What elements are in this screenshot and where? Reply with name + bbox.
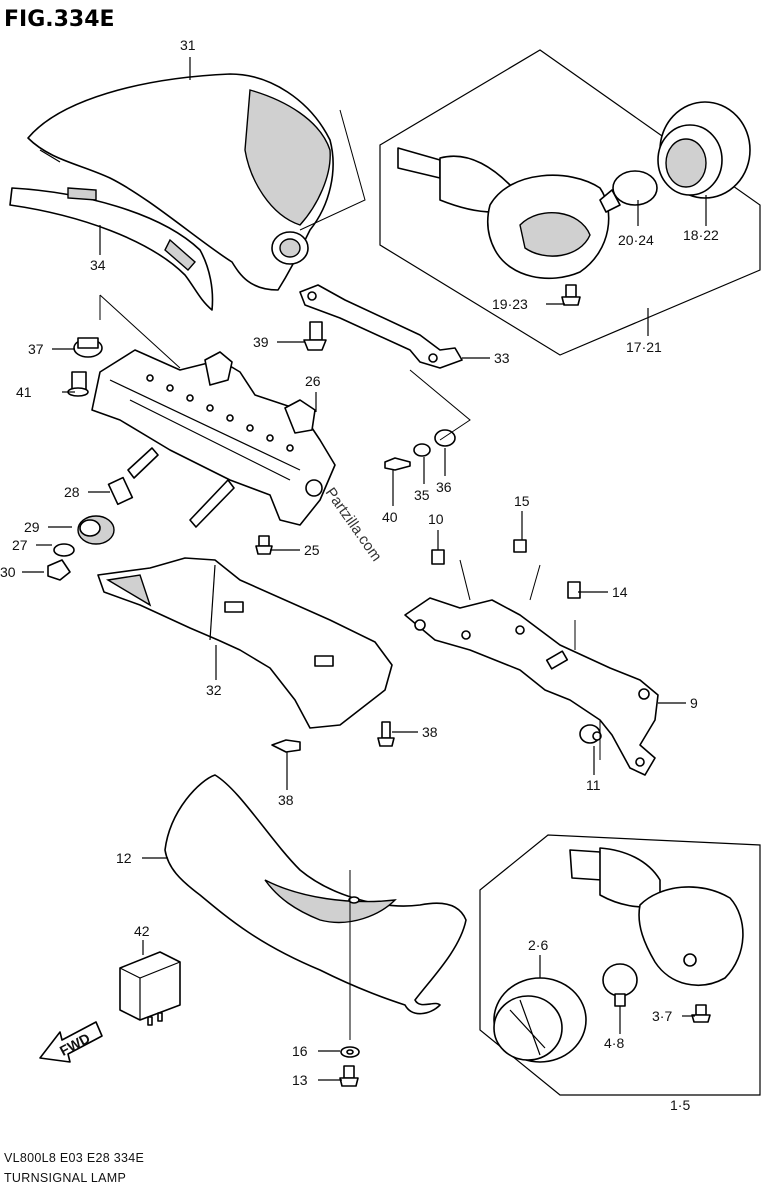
fasteners-38 bbox=[271, 721, 395, 753]
part-9-bracket bbox=[404, 597, 659, 776]
callout-38-right: 38 bbox=[422, 724, 438, 740]
leader-lines bbox=[22, 57, 707, 1081]
part-31-tail-cover bbox=[27, 73, 334, 291]
callout-41: 41 bbox=[16, 384, 32, 400]
callout-36: 36 bbox=[436, 479, 452, 495]
callout-26: 26 bbox=[305, 373, 321, 389]
callout-11: 11 bbox=[586, 777, 601, 793]
callout-20-24: 20·24 bbox=[618, 232, 654, 248]
callout-38-left: 38 bbox=[278, 792, 294, 808]
callout-30: 30 bbox=[0, 564, 16, 580]
callout-labels: 31 34 37 39 41 26 33 28 29 27 30 25 35 3… bbox=[0, 37, 719, 1113]
callout-15: 15 bbox=[514, 493, 530, 509]
callout-40: 40 bbox=[382, 509, 398, 525]
callout-4-8: 4·8 bbox=[604, 1035, 624, 1051]
callout-9: 9 bbox=[690, 695, 698, 711]
bracket-holes bbox=[146, 374, 294, 452]
callout-13: 13 bbox=[292, 1072, 308, 1088]
relation-lines bbox=[99, 109, 601, 1040]
part-12-lower-fairing bbox=[164, 774, 467, 1015]
callout-25: 25 bbox=[304, 542, 320, 558]
part-42-relay bbox=[119, 951, 181, 1026]
fasteners-upper bbox=[47, 321, 327, 581]
callout-32: 32 bbox=[206, 682, 222, 698]
callout-18-22: 18·22 bbox=[683, 227, 719, 243]
callout-16: 16 bbox=[292, 1043, 308, 1059]
callout-29: 29 bbox=[24, 519, 40, 535]
figure-caption: TURNSIGNAL LAMP bbox=[4, 1171, 126, 1185]
callout-3-7: 3·7 bbox=[652, 1008, 672, 1024]
callout-27: 27 bbox=[12, 537, 28, 553]
model-code: VL800L8 E03 E28 334E bbox=[4, 1151, 144, 1165]
callout-10: 10 bbox=[428, 511, 444, 527]
callout-28: 28 bbox=[64, 484, 80, 500]
figure-title: FIG.334E bbox=[4, 7, 115, 32]
watermark-text: Partzilla.com bbox=[322, 485, 385, 565]
callout-31: 31 bbox=[180, 37, 196, 53]
callout-37: 37 bbox=[28, 341, 44, 357]
callout-39: 39 bbox=[253, 334, 269, 350]
rear-turnsignal-group bbox=[379, 49, 761, 356]
part-33-bracket bbox=[299, 284, 463, 369]
part-34-strip bbox=[9, 187, 214, 311]
callout-12: 12 bbox=[116, 850, 132, 866]
callout-1-5: 1·5 bbox=[670, 1097, 690, 1113]
callout-35: 35 bbox=[414, 487, 430, 503]
front-turnsignal-group bbox=[479, 834, 761, 1096]
callout-33: 33 bbox=[494, 350, 510, 366]
callout-34: 34 bbox=[90, 257, 106, 273]
callout-42: 42 bbox=[134, 923, 150, 939]
callout-17-21: 17·21 bbox=[626, 339, 662, 355]
callout-2-6: 2·6 bbox=[528, 937, 548, 953]
upper-main-bracket bbox=[91, 349, 336, 526]
part-32-lower-cover bbox=[97, 557, 393, 729]
fasteners-lower bbox=[339, 1046, 360, 1087]
callout-19-23: 19·23 bbox=[492, 296, 528, 312]
callout-14: 14 bbox=[612, 584, 628, 600]
fwd-arrow-icon: FWD bbox=[39, 1021, 103, 1063]
